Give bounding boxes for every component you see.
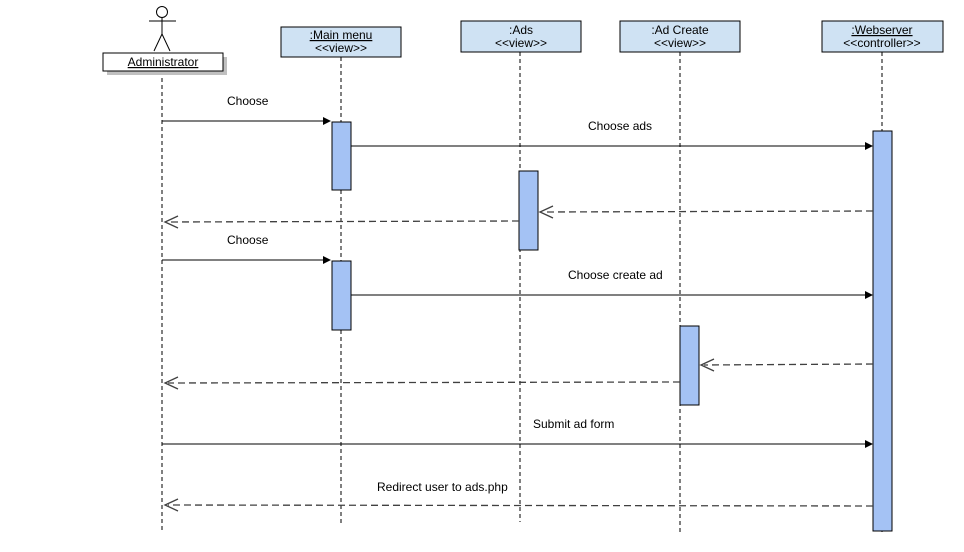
participant-stereotype: <<controller>> xyxy=(843,36,920,50)
actor-administrator: Administrator xyxy=(102,52,227,75)
participant-stereotype: <<view>> xyxy=(654,36,706,50)
message-submit-ad-form: Submit ad form xyxy=(162,417,873,448)
reply-ads-to-administrator xyxy=(163,215,520,229)
message-label: Redirect user to ads.php xyxy=(377,480,508,494)
actor-name: Administrator xyxy=(128,55,199,69)
participant-name: :Ad Create xyxy=(651,23,709,37)
participant-webserver: :Webserver <<controller>> xyxy=(821,20,944,53)
participant-ads: :Ads <<view>> xyxy=(460,20,582,53)
activation-ads xyxy=(518,170,539,251)
message-label: Choose create ad xyxy=(568,268,663,282)
activation-main-menu-2 xyxy=(331,260,352,331)
participant-ad-create: :Ad Create <<view>> xyxy=(619,20,741,53)
message-choose-ads: Choose ads xyxy=(351,119,873,150)
activation-main-menu-1 xyxy=(331,121,352,191)
message-choose-1: Choose xyxy=(162,94,331,125)
reply-webserver-to-ad-create xyxy=(699,358,874,372)
reply-ad-create-to-administrator xyxy=(163,376,681,390)
participant-main-menu: :Main menu <<view>> xyxy=(280,26,402,58)
activation-webserver xyxy=(872,130,893,532)
message-label: Choose xyxy=(227,94,269,108)
message-label: Choose ads xyxy=(588,119,652,133)
message-label: Submit ad form xyxy=(533,417,614,431)
participant-name: :Ads xyxy=(509,23,533,37)
message-label: Choose xyxy=(227,233,269,247)
actor-stick-figure-icon xyxy=(149,6,176,52)
reply-redirect: Redirect user to ads.php xyxy=(163,480,874,512)
participant-name: :Webserver xyxy=(851,23,912,37)
participant-stereotype: <<view>> xyxy=(315,41,367,55)
participant-stereotype: <<view>> xyxy=(495,36,547,50)
message-choose-2: Choose xyxy=(162,233,331,264)
participant-name: :Main menu xyxy=(310,28,373,42)
reply-webserver-to-ads xyxy=(538,205,874,219)
message-choose-create-ad: Choose create ad xyxy=(351,268,873,299)
activation-ad-create xyxy=(679,325,700,406)
